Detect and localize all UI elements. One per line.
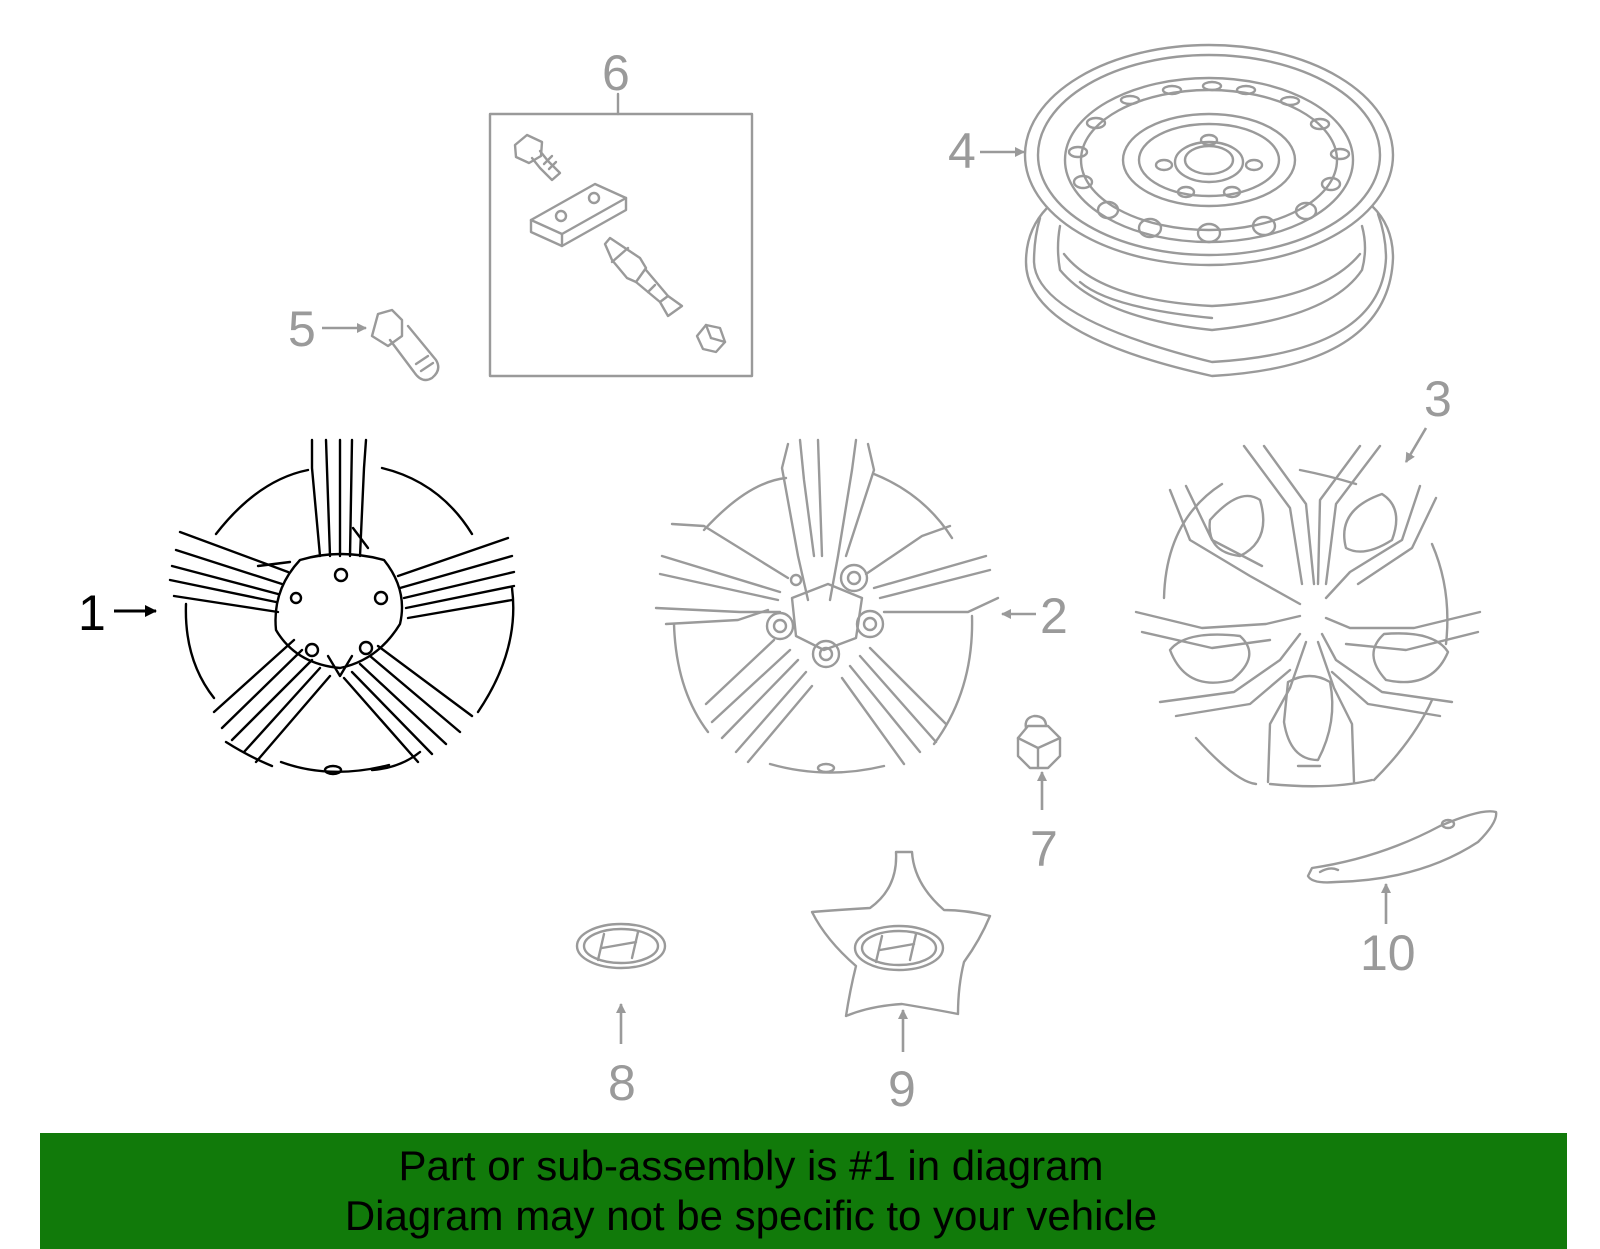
tpms-cap-icon — [695, 323, 727, 354]
info-banner: Part or sub-assembly is #1 in diagram Di… — [40, 1133, 1567, 1249]
svg-text:10: 10 — [1360, 925, 1416, 981]
svg-text:7: 7 — [1030, 821, 1058, 877]
tpms-sensor-kit[interactable] — [488, 92, 754, 378]
callout-2: 2 — [1001, 588, 1068, 644]
callout-7: 7 — [1030, 771, 1058, 877]
tpms-screw-icon — [513, 133, 562, 182]
callout-5: 5 — [288, 301, 367, 357]
alloy-wheel-spokes-icon — [168, 438, 516, 764]
tpms-valve-stem-icon — [603, 236, 684, 318]
svg-text:6: 6 — [602, 45, 630, 101]
svg-text:4: 4 — [948, 123, 976, 179]
tpms-bracket-icon — [529, 182, 628, 248]
alloy-wheel-rim-icon — [184, 466, 515, 776]
callout-6: 6 — [602, 45, 630, 101]
vent-holes — [1067, 80, 1351, 244]
banner-line-1: Part or sub-assembly is #1 in diagram — [398, 1142, 1104, 1189]
callout-9: 9 — [888, 1009, 916, 1117]
lug-nut[interactable] — [1016, 714, 1062, 770]
callout-8: 8 — [608, 1003, 636, 1111]
svg-text:2: 2 — [1040, 588, 1068, 644]
svg-text:1: 1 — [78, 585, 106, 641]
alloy-wheel-2-hub-icon — [765, 563, 885, 669]
banner-line-2: Diagram may not be specific to your vehi… — [344, 1192, 1158, 1239]
valve-stem-part[interactable] — [370, 308, 440, 382]
callout-1: 1 — [78, 585, 157, 641]
alloy-wheel-hub-icon — [274, 552, 404, 678]
callout-3: 3 — [1404, 371, 1452, 463]
svg-text:5: 5 — [288, 301, 316, 357]
alloy-wheel-part-2[interactable] — [654, 438, 1000, 774]
callout-4: 4 — [948, 123, 1025, 179]
hyundai-emblem[interactable] — [575, 922, 667, 970]
alloy-wheel-2-spokes-icon — [654, 438, 1000, 766]
callout-10: 10 — [1360, 883, 1416, 981]
svg-text:9: 9 — [888, 1061, 916, 1117]
alloy-wheel-part-1[interactable] — [168, 438, 516, 776]
wheel-cover[interactable] — [1134, 444, 1482, 788]
center-cap[interactable] — [810, 850, 992, 1018]
alloy-wheel-2-rim-icon — [672, 472, 974, 774]
spare-wheel[interactable] — [1023, 43, 1395, 378]
trim-strip[interactable] — [1306, 810, 1498, 884]
lug-holes — [1154, 133, 1264, 199]
svg-text:8: 8 — [608, 1055, 636, 1111]
svg-text:3: 3 — [1424, 371, 1452, 427]
